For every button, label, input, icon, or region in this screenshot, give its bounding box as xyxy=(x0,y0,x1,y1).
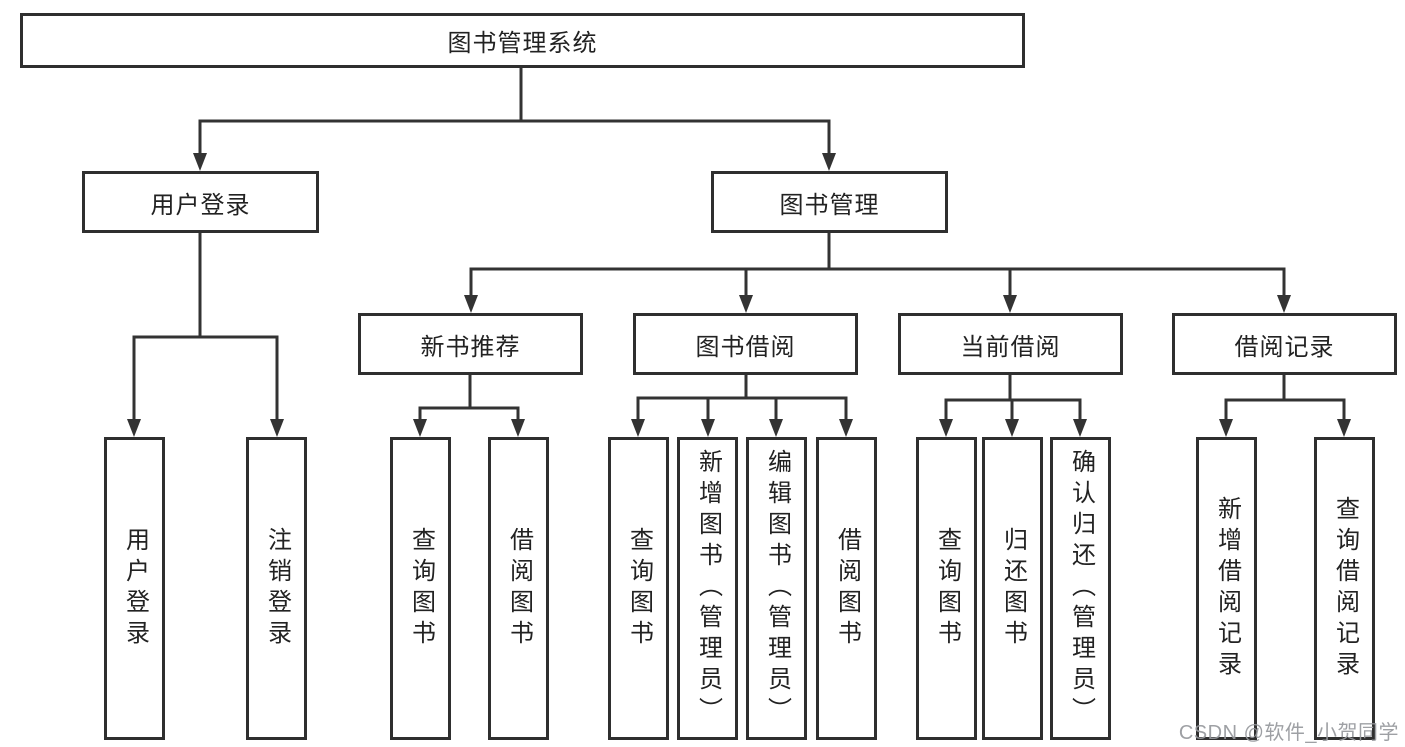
node-current-borrowing: 当前借阅 xyxy=(898,313,1123,375)
leaf-return-books: 归还图书 xyxy=(982,437,1043,740)
leaf-query-books-3: 查询图书 xyxy=(916,437,977,740)
leaf-edit-book-admin-label: 编辑图书（管理员） xyxy=(763,449,791,728)
leaf-query-books-1-label: 查询图书 xyxy=(407,526,435,651)
leaf-confirm-return-admin: 确认归还（管理员） xyxy=(1050,437,1111,740)
node-borrow-records: 借阅记录 xyxy=(1172,313,1397,375)
node-root-label: 图书管理系统 xyxy=(447,30,598,57)
leaf-borrow-books-2-label: 借阅图书 xyxy=(833,526,861,651)
leaf-logout: 注销登录 xyxy=(246,437,307,740)
leaf-logout-label: 注销登录 xyxy=(263,526,291,651)
node-book-management: 图书管理 xyxy=(711,171,948,233)
node-book-borrowing: 图书借阅 xyxy=(633,313,858,375)
csdn-watermark: CSDN @软件_小贺同学 xyxy=(1178,722,1399,744)
leaf-borrow-books-1: 借阅图书 xyxy=(488,437,549,740)
node-user-login: 用户登录 xyxy=(82,171,319,233)
leaf-confirm-return-admin-label: 确认归还（管理员） xyxy=(1067,449,1095,728)
leaf-query-borrow-record: 查询借阅记录 xyxy=(1314,437,1375,740)
leaf-edit-book-admin: 编辑图书（管理员） xyxy=(746,437,807,740)
leaf-add-book-admin: 新增图书（管理员） xyxy=(677,437,738,740)
leaf-user-login-label: 用户登录 xyxy=(121,526,149,651)
node-new-book-recommend: 新书推荐 xyxy=(358,313,583,375)
leaf-add-borrow-record-label: 新增借阅记录 xyxy=(1213,495,1241,682)
leaf-query-borrow-record-label: 查询借阅记录 xyxy=(1331,495,1359,682)
node-current-borrowing-label: 当前借阅 xyxy=(960,333,1061,361)
leaf-return-books-label: 归还图书 xyxy=(999,526,1027,651)
node-user-login-label: 用户登录 xyxy=(150,191,251,219)
leaf-borrow-books-2: 借阅图书 xyxy=(816,437,877,740)
leaf-query-books-1: 查询图书 xyxy=(390,437,451,740)
leaf-add-borrow-record: 新增借阅记录 xyxy=(1196,437,1257,740)
leaf-query-books-2-label: 查询图书 xyxy=(625,526,653,651)
node-book-management-label: 图书管理 xyxy=(779,191,880,219)
leaf-borrow-books-1-label: 借阅图书 xyxy=(505,526,533,651)
leaf-query-books-3-label: 查询图书 xyxy=(933,526,961,651)
node-borrow-records-label: 借阅记录 xyxy=(1234,333,1335,361)
node-root-system: 图书管理系统 xyxy=(20,13,1025,68)
node-new-book-recommend-label: 新书推荐 xyxy=(420,333,521,361)
node-book-borrowing-label: 图书借阅 xyxy=(695,333,796,361)
leaf-user-login: 用户登录 xyxy=(104,437,165,740)
leaf-add-book-admin-label: 新增图书（管理员） xyxy=(694,449,722,728)
leaf-query-books-2: 查询图书 xyxy=(608,437,669,740)
